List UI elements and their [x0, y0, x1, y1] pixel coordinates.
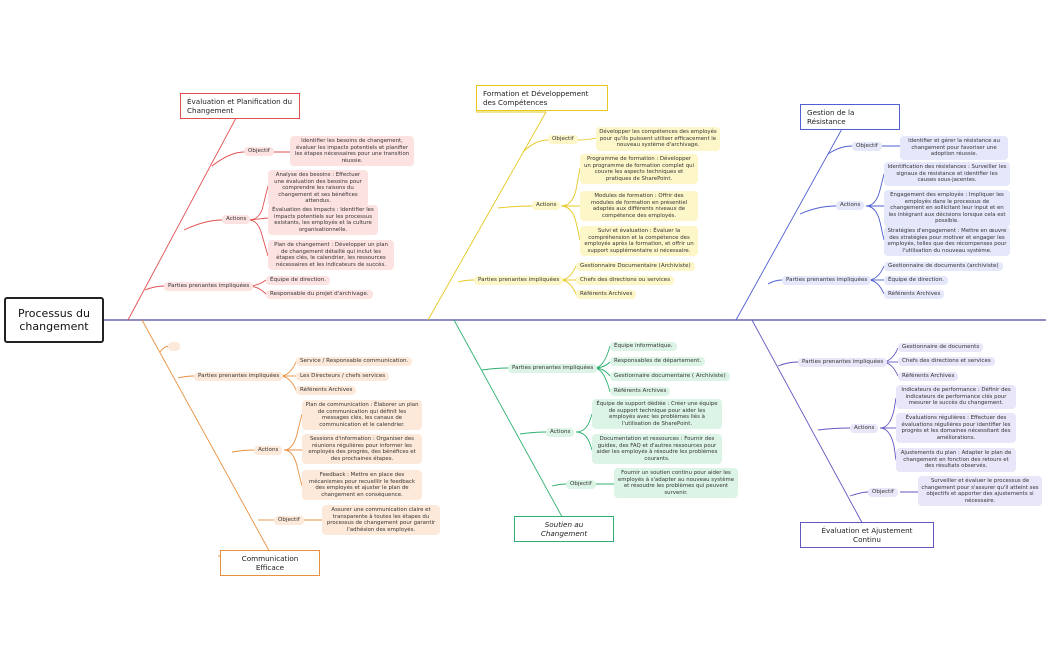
formation-partie-1[interactable]: Gestionnaire Documentaire (Archiviste) — [576, 262, 695, 271]
evaluation-actions-label[interactable]: Actions — [222, 215, 251, 224]
communication-empty-node[interactable] — [168, 342, 180, 351]
evaluation-action-1[interactable]: Analyse des besoins : Effectuer une éval… — [268, 170, 368, 207]
formation-actions-label[interactable]: Actions — [532, 201, 561, 210]
evaluation-partie-1[interactable]: Équipe de direction. — [266, 276, 331, 285]
resistance-parties-label[interactable]: Parties prenantes impliquées — [782, 276, 872, 285]
soutien-partie-2[interactable]: Responsables de département. — [610, 357, 706, 366]
topic-resistance-title[interactable]: Gestion de la Résistance — [800, 104, 900, 130]
resistance-partie-3[interactable]: Référents Archives — [884, 290, 945, 299]
soutien-partie-3[interactable]: Gestionnaire documentaire ( Archiviste) — [610, 372, 730, 381]
ajustement-partie-3[interactable]: Référents Archives — [898, 372, 959, 381]
evaluation-objectif-label[interactable]: Objectif — [244, 147, 274, 156]
formation-action-1[interactable]: Programme de formation : Développer un p… — [580, 154, 698, 184]
ajustement-actions-label[interactable]: Actions — [850, 424, 879, 433]
resistance-objectif-label[interactable]: Objectif — [852, 142, 882, 151]
ajustement-partie-2[interactable]: Chefs des directions et services — [898, 357, 995, 366]
communication-objectif-text[interactable]: Assurer une communication claire et tran… — [322, 505, 440, 535]
soutien-action-2[interactable]: Documentation et ressources : Fournir de… — [592, 434, 722, 464]
soutien-objectif-label[interactable]: Objectif — [566, 480, 596, 489]
soutien-actions-label[interactable]: Actions — [546, 428, 575, 437]
resistance-partie-1[interactable]: Gestionnaire de documents (archiviste) — [884, 262, 1003, 271]
communication-parties-label[interactable]: Parties prenantes impliquées — [194, 372, 284, 381]
communication-actions-label[interactable]: Actions — [254, 446, 283, 455]
formation-action-3[interactable]: Suivi et évaluation : Évaluer la compréh… — [580, 226, 698, 256]
communication-partie-1[interactable]: Service / Responsable communication. — [296, 357, 413, 366]
topic-ajustement-title[interactable]: Évaluation et Ajustement Continu — [800, 522, 934, 548]
evaluation-action-2[interactable]: Évaluation des impacts : Identifier les … — [268, 205, 378, 235]
soutien-parties-label[interactable]: Parties prenantes impliquées — [508, 364, 598, 373]
communication-partie-3[interactable]: Référents Archives — [296, 386, 357, 395]
ajustement-action-3[interactable]: Ajustements du plan : Adapter le plan de… — [896, 448, 1016, 472]
communication-action-1[interactable]: Plan de communication : Élaborer un plan… — [302, 400, 422, 430]
ajustement-action-2[interactable]: Évaluations régulières : Effectuer des é… — [896, 413, 1016, 443]
evaluation-partie-2[interactable]: Responsable du projet d'archivage. — [266, 290, 373, 299]
formation-partie-2[interactable]: Chefs des directions ou services — [576, 276, 675, 285]
topic-evaluation-title[interactable]: Évaluation et Planification du Changemen… — [180, 93, 300, 119]
resistance-actions-label[interactable]: Actions — [836, 201, 865, 210]
ajustement-objectif-label[interactable]: Objectif — [868, 488, 898, 497]
soutien-partie-1[interactable]: Équipe informatique. — [610, 342, 677, 351]
communication-objectif-label[interactable]: Objectif — [274, 516, 304, 525]
formation-objectif-label[interactable]: Objectif — [548, 135, 578, 144]
evaluation-action-3[interactable]: Plan de changement : Développer un plan … — [268, 240, 394, 270]
resistance-action-2[interactable]: Engagement des employés : Impliquer les … — [884, 190, 1010, 227]
resistance-action-1[interactable]: Identification des résistances : Surveil… — [884, 162, 1010, 186]
ajustement-partie-1[interactable]: Gestionnaire de documents — [898, 343, 984, 352]
formation-parties-label[interactable]: Parties prenantes impliquées — [474, 276, 564, 285]
communication-action-2[interactable]: Sessions d'information : Organiser des r… — [302, 434, 422, 464]
communication-partie-2[interactable]: Les Directeurs / chefs services — [296, 372, 390, 381]
evaluation-parties-label[interactable]: Parties prenantes impliquées — [164, 282, 254, 291]
ajustement-action-1[interactable]: Indicateurs de performance : Définir des… — [896, 385, 1016, 409]
topic-formation-title[interactable]: Formation et Développement des Compétenc… — [476, 85, 608, 111]
ajustement-objectif-text[interactable]: Surveiller et évaluer le processus de ch… — [918, 476, 1042, 506]
topic-soutien-title[interactable]: Soutien au Changement — [514, 516, 614, 542]
formation-partie-3[interactable]: Référents Archives — [576, 290, 637, 299]
formation-action-2[interactable]: Modules de formation : Offrir des module… — [580, 191, 698, 221]
soutien-action-1[interactable]: Équipe de support dédiée : Créer une équ… — [592, 399, 722, 429]
communication-action-3[interactable]: Feedback : Mettre en place des mécanisme… — [302, 470, 422, 500]
resistance-action-3[interactable]: Stratégies d'engagement : Mettre en œuvr… — [884, 226, 1010, 256]
ajustement-parties-label[interactable]: Parties prenantes impliquées — [798, 358, 888, 367]
central-topic[interactable]: Processus du changement — [4, 297, 104, 343]
evaluation-objectif-text[interactable]: Identifier les besoins de changement, év… — [290, 136, 414, 166]
soutien-partie-4[interactable]: Référents Archives — [610, 387, 671, 396]
resistance-partie-2[interactable]: Équipe de direction. — [884, 276, 949, 285]
topic-communication-title[interactable]: Communication Efficace — [220, 550, 320, 576]
resistance-objectif-text[interactable]: Identifier et gérer la résistance au cha… — [900, 136, 1008, 160]
soutien-objectif-text[interactable]: Fournir un soutien continu pour aider le… — [614, 468, 738, 498]
formation-objectif-text[interactable]: Développer les compétences des employés … — [596, 127, 720, 151]
